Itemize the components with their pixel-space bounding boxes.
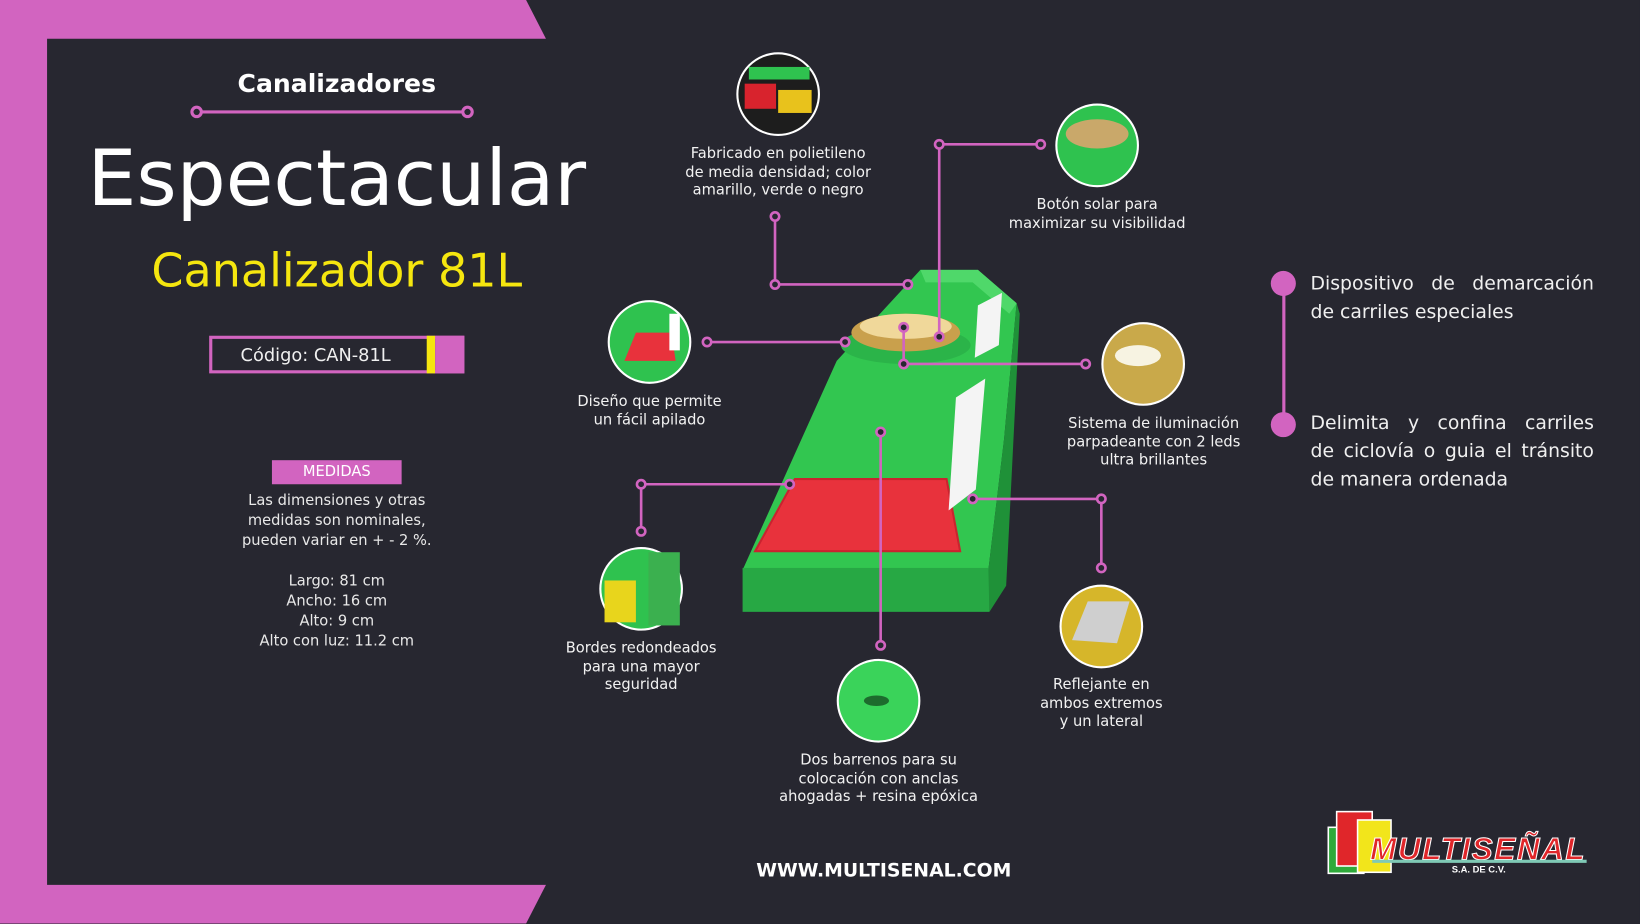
product-name: Canalizador 81L — [151, 244, 523, 299]
bullet-line: de manera ordenada — [1310, 468, 1509, 491]
medidas-badge: MEDIDAS — [271, 460, 402, 485]
caption-line: Reflejante en — [1052, 676, 1150, 694]
left-pink-strip — [0, 0, 48, 924]
bottom-pink-band — [0, 884, 546, 924]
bullet-line: de carriles especiales — [1310, 301, 1514, 324]
caption-line: Diseño que permite — [577, 393, 722, 410]
product-illustration — [742, 269, 1020, 612]
bullet-1: Dispositivo de demarcación de carriles e… — [1311, 270, 1594, 326]
callout-rounded-edges: Bordes redondeados para una mayor seguri… — [566, 640, 717, 695]
headline: Espectacular — [87, 133, 587, 224]
caption-line: ambos extremos — [1040, 695, 1163, 712]
caption-line: un fácil apilado — [593, 411, 706, 429]
callout-reflector: Reflejante en ambos extremos y un latera… — [1040, 677, 1163, 732]
bullet-timeline — [1270, 270, 1296, 438]
note-line: Las dimensiones y otras — [248, 492, 426, 510]
spec-largo: Largo: 81 cm — [288, 573, 385, 590]
caption-line: Sistema de iluminación — [1068, 415, 1240, 432]
product-code: Código: CAN-81L — [240, 345, 391, 367]
bullet-line: Dispositivo de demarcación — [1310, 272, 1594, 295]
product-code-box: Código: CAN-81L — [209, 335, 465, 374]
caption-line: amarillo, verde o negro — [692, 181, 864, 199]
medidas-specs: Largo: 81 cm Ancho: 16 cm Alto: 9 cm Alt… — [259, 572, 414, 651]
thumb-material — [736, 52, 820, 136]
note-line: medidas son nominales, — [247, 512, 426, 530]
medidas-note: Las dimensiones y otras medidas son nomi… — [242, 492, 432, 552]
thumb-stacking — [607, 300, 692, 384]
caption-line: parpadeante con 2 leds — [1066, 433, 1241, 451]
caption-line: ahogadas + resina epóxica — [779, 788, 978, 806]
caption-line: Fabricado en polietileno — [690, 145, 866, 163]
top-pink-band — [0, 0, 546, 39]
caption-line: Botón solar para — [1036, 196, 1158, 214]
callout-stacking: Diseño que permite un fácil apilado — [577, 393, 721, 430]
caption-line: y un lateral — [1059, 713, 1144, 731]
thumb-reflector — [1059, 584, 1144, 669]
spec-alto-con-luz: Alto con luz: 11.2 cm — [259, 632, 415, 650]
caption-line: Dos barrenos para su — [800, 752, 957, 769]
thumb-rounded-edges — [599, 547, 683, 631]
thumb-led-lighting — [1101, 322, 1186, 406]
svg-text:S.A. DE C.V.: S.A. DE C.V. — [1452, 863, 1506, 874]
callout-solar-button: Botón solar para maximizar su visibilida… — [1009, 197, 1186, 234]
spec-alto: Alto: 9 cm — [299, 612, 375, 630]
category-title: Canalizadores — [237, 69, 437, 99]
caption-line: ultra brillantes — [1100, 451, 1208, 469]
connector-lines — [635, 138, 1107, 651]
spec-ancho: Ancho: 16 cm — [286, 593, 388, 610]
callout-material: Fabricado en polietileno de media densid… — [685, 145, 871, 200]
caption-line: maximizar su visibilidad — [1008, 214, 1186, 232]
callout-lighting: Sistema de iluminación parpadeante con 2… — [1067, 415, 1240, 470]
caption-line: para una mayor — [582, 658, 700, 676]
title-divider — [190, 105, 474, 119]
caption-line: Bordes redondeados — [565, 640, 717, 657]
callout-anchor-holes: Dos barrenos para su colocación con ancl… — [779, 752, 978, 807]
bullet-line: Delimita y confina carriles — [1310, 412, 1594, 435]
note-line: pueden variar en + - 2 %. — [242, 532, 432, 550]
bullet-line: de ciclovía o guia el tránsito — [1310, 440, 1594, 463]
bullet-2: Delimita y confina carriles de ciclovía … — [1311, 409, 1594, 494]
thumb-anchor-holes — [836, 658, 921, 743]
caption-line: seguridad — [604, 676, 678, 694]
caption-line: colocación con anclas — [798, 770, 959, 788]
thumb-solar-button — [1055, 103, 1139, 188]
website-link[interactable]: WWW.MULTISENAL.COM — [756, 859, 1012, 882]
multisenal-logo: MULTISEÑAL S.A. DE C.V. — [1327, 810, 1587, 874]
caption-line: de media densidad; color — [685, 163, 872, 181]
